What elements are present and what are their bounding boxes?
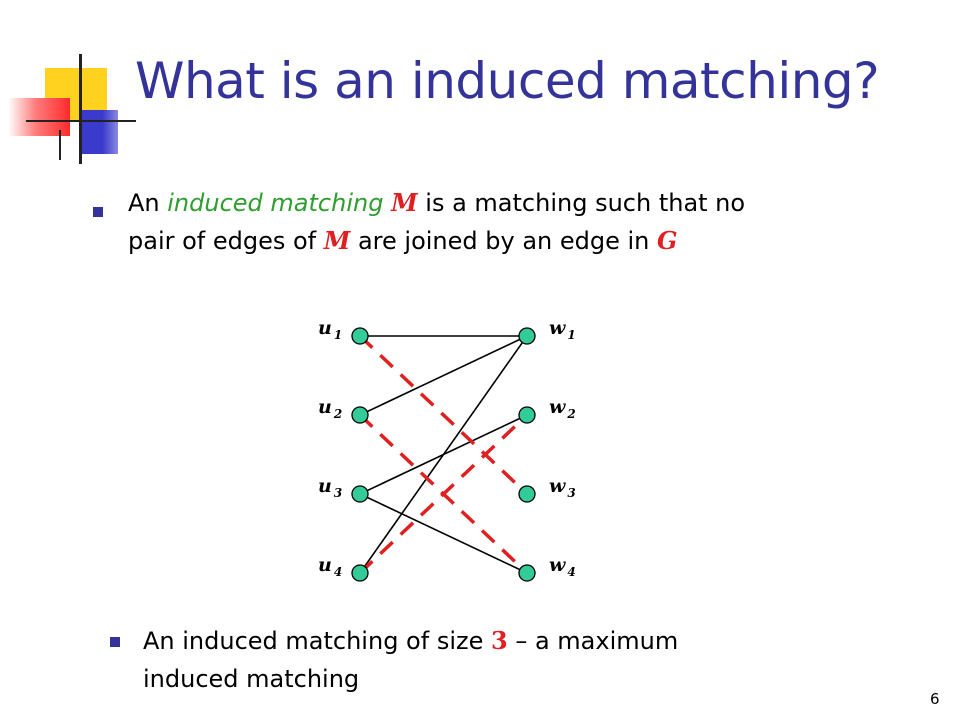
page-number: 6 bbox=[930, 690, 940, 708]
bullet-1-line-2: pair of edges of M are joined by an edge… bbox=[128, 226, 678, 255]
vertex-w4 bbox=[518, 564, 536, 582]
vertex-w1 bbox=[518, 327, 536, 345]
slide-title: What is an induced matching? bbox=[135, 52, 880, 110]
matched-edge-u1-w3 bbox=[358, 334, 529, 496]
edge-u3-w4 bbox=[359, 493, 528, 574]
vertex-u1 bbox=[351, 327, 369, 345]
deco-blue-square bbox=[80, 110, 118, 154]
vertex-w3 bbox=[518, 485, 536, 503]
matched-edge-u4-w2 bbox=[358, 413, 529, 575]
deco-horizontal-line bbox=[26, 120, 136, 122]
vertex-u2 bbox=[351, 406, 369, 424]
bullet-marker bbox=[93, 207, 103, 217]
symbol-m: M bbox=[323, 226, 351, 255]
logo-decoration bbox=[0, 0, 140, 170]
symbol-g: G bbox=[657, 226, 678, 255]
deco-red-gradient bbox=[8, 98, 70, 136]
symbol-m: M bbox=[391, 188, 418, 217]
bullet-2-line-2: induced matching bbox=[143, 665, 360, 693]
bullet-1-line-1: An induced matching M is a matching such… bbox=[128, 188, 746, 217]
bullet-1-text: An induced matching M is a matching such… bbox=[128, 184, 888, 260]
matching-size: 3 bbox=[490, 626, 508, 655]
bullet-2-text: An induced matching of size 3 – a maximu… bbox=[143, 622, 903, 698]
edge-u3-w2 bbox=[359, 414, 528, 495]
bullet-marker bbox=[110, 637, 120, 647]
deco-short-vertical-line bbox=[59, 130, 61, 160]
vertex-u3 bbox=[351, 485, 369, 503]
deco-vertical-line bbox=[79, 54, 82, 164]
vertex-w2 bbox=[518, 406, 536, 424]
vertex-u4 bbox=[351, 564, 369, 582]
term-induced-matching: induced matching bbox=[167, 189, 384, 217]
edge-u2-w1 bbox=[359, 335, 528, 416]
bullet-2-line-1: An induced matching of size 3 – a maximu… bbox=[143, 626, 679, 655]
